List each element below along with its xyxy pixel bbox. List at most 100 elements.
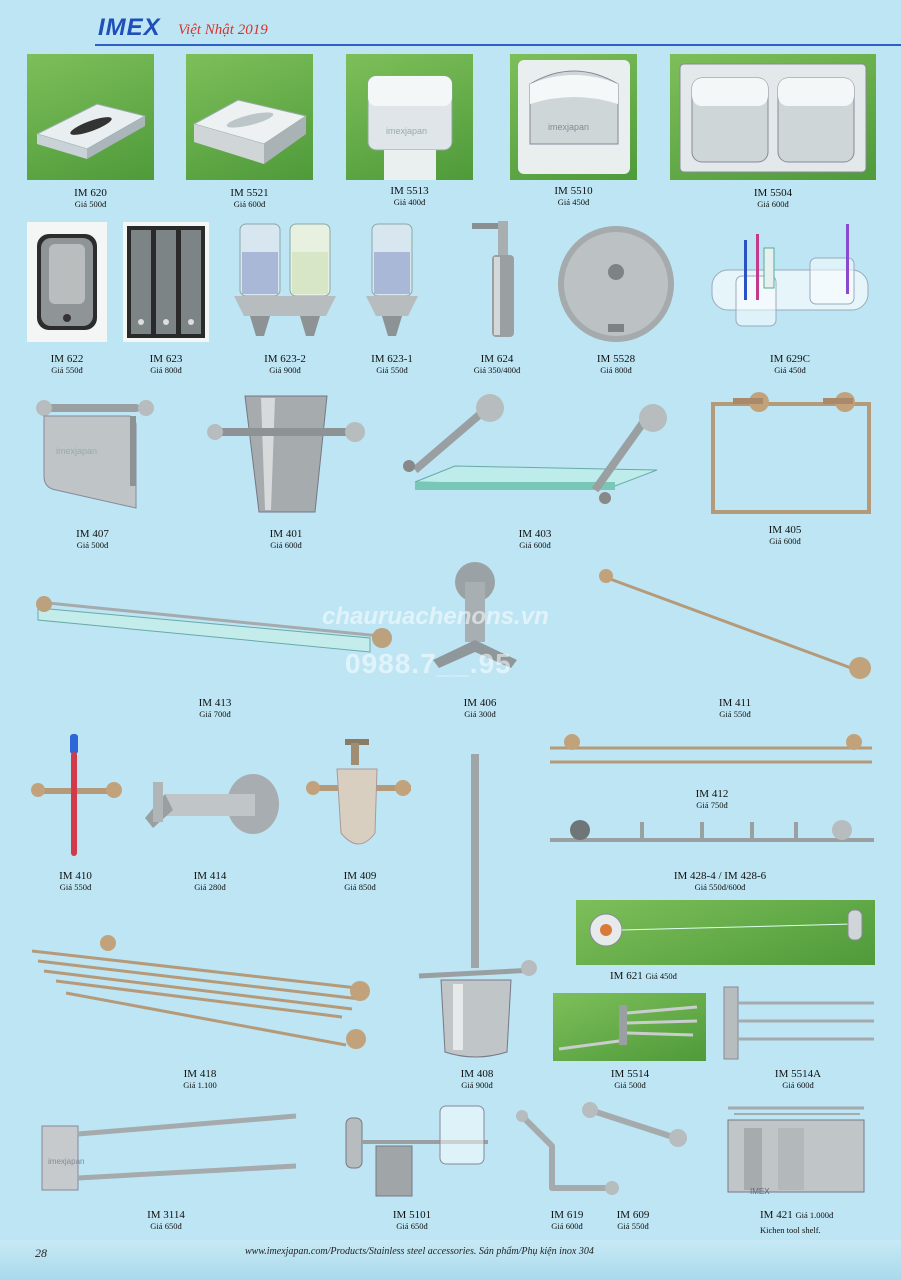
product-code: IM 411 [718,697,752,709]
product-caption-im414: IM 414 Giá 280đ [150,870,270,892]
product-code: IM 428-4 / IM 428-6 [673,870,767,882]
product-photo-im6232 [230,222,340,346]
product-code: IM 619 [550,1209,584,1221]
product-price: Giá 600đ [233,199,266,209]
product-caption-im401: IM 401 Giá 600đ [205,528,367,550]
product-photo-im5514a [720,985,878,1063]
product-photo-im421: IMEX [718,1090,876,1200]
photo-watermark-text: imexjapan [48,1157,84,1166]
product-price: Giá 700đ [199,709,231,719]
product-photo-im413 [30,590,395,670]
product-price: Giá 600đ [757,199,789,209]
product-photo-im5101 [338,1102,498,1202]
product-price: Giá 650đ [150,1221,182,1231]
product-code: IM 623-1 [371,353,413,365]
product-price: Giá 500đ [74,199,107,209]
product-price: Giá 600đ [769,536,801,546]
product-price: Giá 450đ [774,365,806,375]
photo-watermark-text: IMEX [750,1187,770,1196]
product-photo-im412 [544,730,879,778]
product-photo-im624 [462,215,532,345]
product-caption-im3114: IM 3114 Giá 650đ [106,1209,226,1231]
product-price: Giá 550đ/600đ [694,882,746,892]
product-code: IM 408 [460,1068,494,1080]
product-caption-im408: IM 408 Giá 900đ [417,1068,537,1090]
product-code: IM 421 [760,1209,793,1221]
product-photo-im408 [415,752,540,1062]
product-price: Giá 600đ [782,1080,814,1090]
catalog-edition: Việt Nhật 2019 [178,22,268,38]
product-code: IM 609 [616,1209,650,1221]
product-price: Giá 550đ [59,882,92,892]
page-footer [0,1240,901,1280]
product-caption-im5101: IM 5101 Giá 650đ [352,1209,472,1231]
product-price: Giá 350/400đ [473,365,521,375]
product-code: IM 409 [343,870,377,882]
product-photo-im6231 [362,222,422,346]
product-caption-im410: IM 410 Giá 550đ [28,870,123,892]
product-photo-im609 [578,1100,690,1150]
product-caption-im5504: IM 5504 Giá 600đ [670,187,876,209]
product-price: Giá 800đ [150,365,182,375]
product-photo-im3114: imexjapan [38,1108,300,1198]
product-code: IM 5521 [230,187,269,199]
product-photo-im401 [205,388,367,520]
product-caption-im421: IM 421 Giá 1.000đ [760,1209,833,1221]
product-photo-im5513: imexjapan [346,54,473,180]
product-caption-im6232: IM 623-2 Giá 900đ [230,353,340,375]
product-price: Giá 600đ [551,1221,583,1231]
product-photo-im5521 [186,54,313,180]
product-code: IM 3114 [147,1209,185,1221]
product-code: IM 405 [768,524,802,536]
product-photo-im407: imexjapan [30,392,155,522]
product-caption-im412: IM 412 Giá 750đ [652,788,772,810]
product-caption-im403: IM 403 Giá 600đ [475,528,595,550]
product-price: Giá 450đ [645,971,677,981]
product-caption-im418: IM 418 Giá 1.100 [140,1068,260,1090]
product-caption-im5514: IM 5514 Giá 500đ [570,1068,690,1090]
product-price: Giá 300đ [464,709,496,719]
product-photo-im5528 [554,220,678,346]
photo-watermark-text: imexjapan [548,122,589,132]
page-number: 28 [35,1246,47,1260]
product-caption-im624: IM 624 Giá 350/400đ [457,353,537,375]
product-code: IM 413 [198,697,232,709]
product-caption-im619: IM 619 Giá 600đ [537,1209,597,1231]
product-code: IM 412 [695,788,729,800]
product-photo-im414 [135,770,285,852]
product-price: Giá 550đ [51,365,83,375]
product-price: Giá 1.100 [183,1080,217,1090]
product-price: Giá 550đ [376,365,408,375]
header-rule [95,44,901,46]
product-price: Giá 400đ [393,197,426,207]
product-photo-im5514 [553,993,706,1061]
product-photo-im629c [706,220,874,346]
product-caption-im609: IM 609 Giá 550đ [603,1209,663,1231]
product-code: IM 622 [50,353,84,365]
product-code: IM 5504 [753,187,793,199]
product-code: IM 401 [269,528,303,540]
product-caption-im405: IM 405 Giá 600đ [725,524,845,546]
product-code: IM 403 [518,528,552,540]
product-code: IM 5513 [390,185,429,197]
product-code: IM 629C [769,353,811,365]
product-code: IM 406 [463,697,497,709]
product-caption-im5510: IM 5510 Giá 450đ [510,185,637,207]
product-price: Giá 750đ [696,800,728,810]
product-photo-im620 [27,54,154,180]
product-photo-im405 [703,388,878,518]
product-price: Giá 650đ [396,1221,428,1231]
product-photo-im619 [512,1108,622,1200]
product-photo-im623 [123,222,209,342]
product-photo-im621 [576,900,875,965]
product-code: IM 623 [149,353,183,365]
product-caption-im623: IM 623 Giá 800đ [123,353,209,375]
product-price: Giá 550đ [719,709,751,719]
product-code: IM 407 [76,528,109,540]
product-caption-im5521: IM 5521 Giá 600đ [186,187,313,209]
product-code: IM 5514A [774,1068,822,1080]
product-caption-im5528: IM 5528 Giá 800đ [554,353,678,375]
product-price: Giá 600đ [270,540,302,550]
product-code: IM 5101 [392,1209,432,1221]
product-caption-im411: IM 411 Giá 550đ [675,697,795,719]
